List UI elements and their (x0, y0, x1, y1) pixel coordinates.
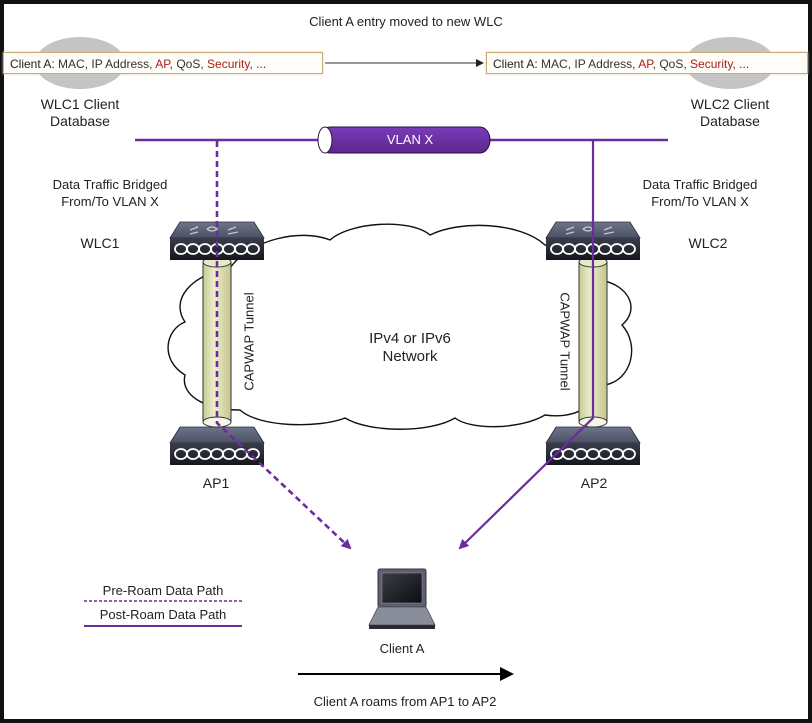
network-label-line1: IPv4 or IPv6 (369, 330, 451, 347)
wlc2-label: WLC2 (688, 235, 728, 251)
legend-pre-roam-label: Pre-Roam Data Path (102, 583, 224, 598)
wlc1-client-entry: Client A: MAC, IP Address, AP, QoS, Secu… (3, 52, 323, 74)
wlc1-database-label: WLC1 Client Database (20, 96, 140, 130)
vlan-label: VLAN X (386, 132, 434, 147)
entry-field-ap: AP (638, 57, 653, 71)
wlc1-db-label-line1: WLC1 Client (40, 96, 120, 112)
diagram-title: Client A entry moved to new WLC (309, 14, 503, 29)
wlc1-db-label-line2: Database (50, 113, 110, 129)
ap2-device-icon (545, 426, 641, 465)
entry-field-security: Security (690, 57, 733, 71)
entry-fields: , ... (249, 57, 267, 71)
wlc2-database-label: WLC2 Client Database (670, 96, 790, 130)
entry-fields: MAC, IP Address, (537, 57, 639, 71)
entry-prefix: Client A: (493, 57, 538, 71)
client-laptop-icon (368, 568, 436, 629)
network-label-line2: Network (382, 348, 438, 365)
entry-fields: , QoS, (652, 57, 691, 71)
ap1-device-icon (169, 426, 265, 465)
entry-fields: , QoS, (169, 57, 208, 71)
roam-caption: Client A roams from AP1 to AP2 (313, 694, 497, 709)
ap1-label: AP1 (202, 475, 230, 491)
client-label: Client A (379, 641, 425, 656)
wlc2-client-entry: Client A: MAC, IP Address, AP, QoS, Secu… (486, 52, 808, 74)
pre-roam-path (215, 141, 352, 550)
entry-fields: , ... (732, 57, 750, 71)
ap2-label: AP2 (580, 475, 608, 491)
entry-field-security: Security (207, 57, 250, 71)
entry-fields: MAC, IP Address, (54, 57, 156, 71)
wlc2-db-label-line2: Database (700, 113, 760, 129)
wlc2-db-label-line1: WLC2 Client (690, 96, 770, 112)
wlc2-bridged-label: Data Traffic Bridged From/To VLAN X (620, 176, 780, 210)
wlc2-bridged-line2: From/To VLAN X (651, 194, 749, 209)
vlan-pipe (317, 126, 491, 154)
entry-prefix: Client A: (10, 57, 55, 71)
capwap-tunnel-right-label: CAPWAP Tunnel (557, 292, 573, 391)
wlc1-label: WLC1 (80, 235, 120, 251)
wlc1-bridged-line2: From/To VLAN X (61, 194, 159, 209)
wlc1-bridged-line1: Data Traffic Bridged (52, 177, 168, 192)
entry-field-ap: AP (155, 57, 170, 71)
legend-post-roam-label: Post-Roam Data Path (99, 607, 227, 622)
wlc2-bridged-line1: Data Traffic Bridged (642, 177, 758, 192)
network-label: IPv4 or IPv6 Network (330, 330, 490, 366)
wlc1-device-icon (169, 221, 265, 260)
capwap-tunnel-left-label: CAPWAP Tunnel (241, 292, 257, 391)
wlc1-bridged-label: Data Traffic Bridged From/To VLAN X (30, 176, 190, 210)
post-roam-path (458, 141, 595, 550)
